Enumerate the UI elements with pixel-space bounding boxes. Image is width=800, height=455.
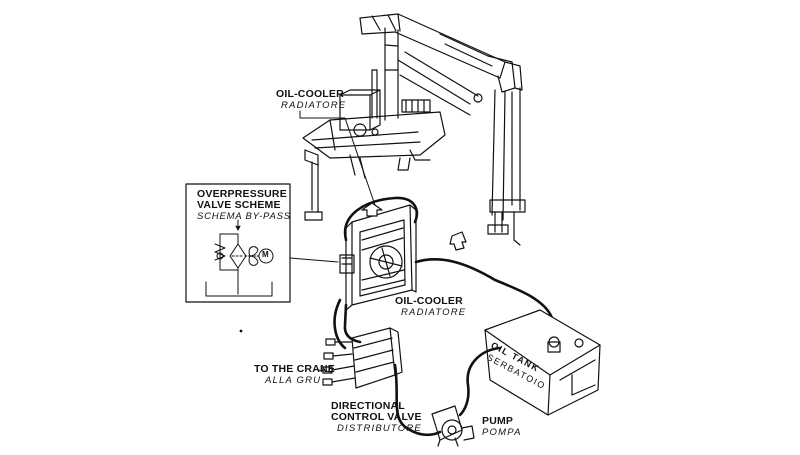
pump [431,405,475,447]
oil-cooler-top-label: OIL-COOLER [276,88,344,100]
flow-arrows [361,202,467,251]
oil-tank [484,309,601,416]
motor-symbol-label: M [262,250,269,259]
pump-sublabel: POMPA [482,427,522,438]
directional-control-valve [322,327,403,389]
leader-lines [289,110,376,373]
oil-cooler-mid-label: OIL-COOLER [395,295,463,307]
directional-valve-sublabel: DISTRIBUTORE [337,423,422,434]
crane-illustration [302,13,526,246]
to-crane-label: TO THE CRANE [254,363,335,375]
overpressure-title-line1: OVERPRESSURE [197,188,287,200]
bypass-schematic [205,219,274,297]
hydraulic-hoses [333,196,557,437]
stray-dot [239,329,243,333]
overpressure-sublabel: SCHEMA BY-PASS [197,211,291,222]
overpressure-title-line2: VALVE SCHEME [197,199,281,211]
oil-cooler-top-sublabel: RADIATORE [281,100,347,111]
oil-cooler-mid-sublabel: RADIATORE [401,307,467,318]
directional-valve-label-line1: DIRECTIONAL [331,400,405,412]
oil-cooler-unit [339,204,417,311]
pump-label: PUMP [482,415,514,427]
overpressure-scheme-box [185,183,291,303]
directional-valve-label-line2: CONTROL VALVE [331,411,422,423]
to-crane-sublabel: ALLA GRU [265,375,322,386]
